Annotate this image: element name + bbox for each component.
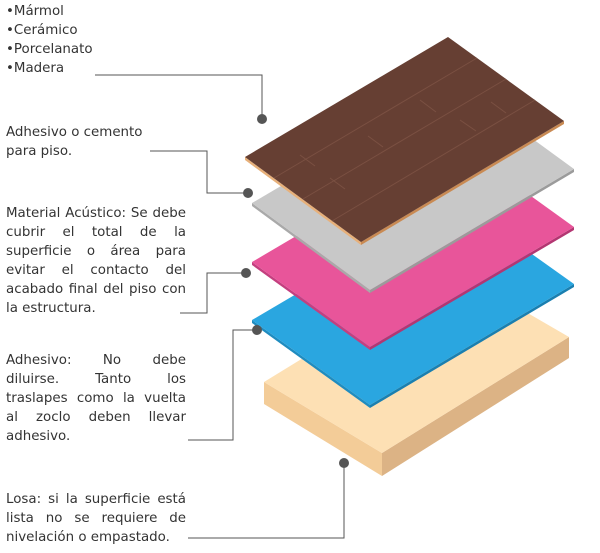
leader-dots (241, 114, 349, 468)
wood-plank-seams (273, 57, 536, 222)
finish-item-ceramic: •Cerámico (6, 23, 78, 38)
cement-layer-edge-right (370, 169, 574, 293)
adhesive-layer-edge (252, 320, 370, 408)
slab-side-left (264, 382, 382, 476)
finish-item-marble: •Mármol (6, 4, 64, 19)
leader-cement (150, 150, 248, 194)
leader-adhesive (188, 329, 257, 441)
dot-wood (257, 114, 267, 124)
finish-item-wood: •Madera (6, 61, 65, 76)
finish-item-porcelain: •Porcelanato (6, 42, 93, 57)
adhesive-label: Adhesivo: No debe diluirse. Tanto los tr… (6, 353, 186, 444)
leader-wood (95, 74, 263, 118)
slab-side-right (382, 337, 569, 476)
dot-cement (243, 188, 253, 198)
dot-adhesive (252, 325, 262, 335)
finish-materials-list: •Mármol •Cerámico •Porcelanato •Madera (6, 2, 146, 78)
acoustic-layer-edge-right (370, 227, 574, 350)
leader-acoustic (180, 272, 246, 314)
wood-finish-layer (245, 37, 564, 245)
leader-lines (95, 74, 345, 539)
wood-edge-right (361, 121, 564, 245)
acoustic-layer-edge (252, 262, 370, 350)
wood-edge (245, 157, 361, 245)
dot-acoustic (241, 268, 251, 278)
slab-label: Losa: si la superficie está lista no se … (6, 492, 186, 545)
leader-slab (188, 463, 345, 539)
adhesive-cement-label: Adhesivo o cemento para piso. (6, 125, 143, 159)
cement-layer-edge (252, 203, 370, 293)
adhesive-layer-edge-right (370, 284, 574, 408)
dot-slab (339, 458, 349, 468)
acoustic-material-label: Material Acústico: Se debe cubrir el tot… (6, 206, 186, 316)
